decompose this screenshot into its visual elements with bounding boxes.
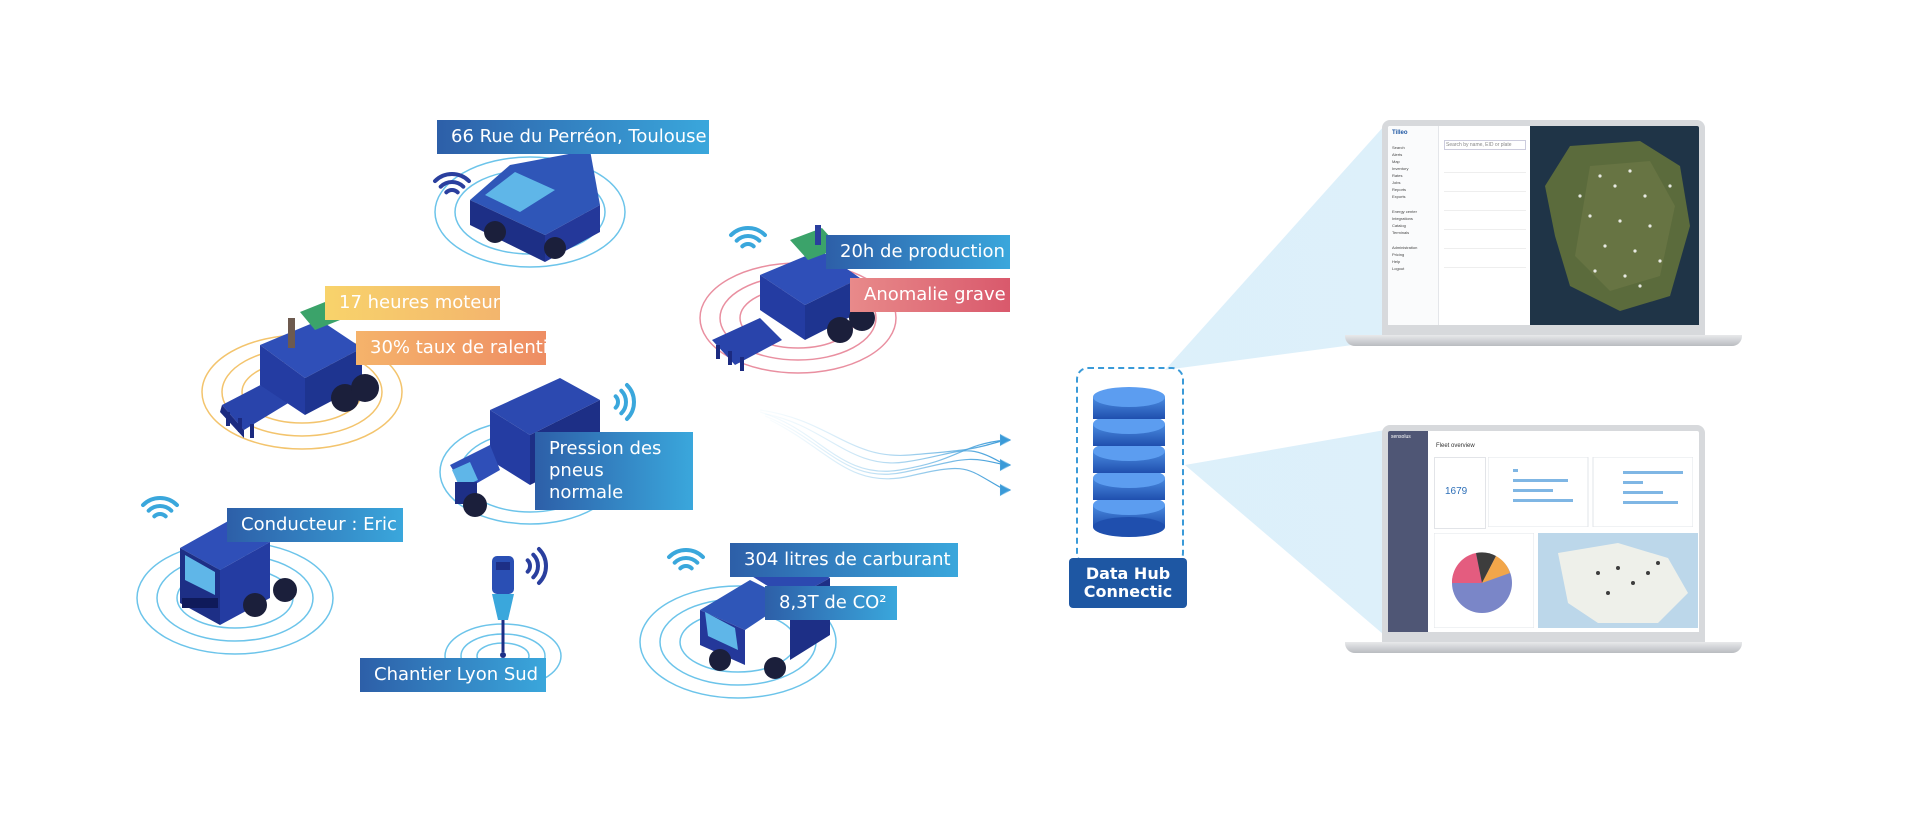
beam-bottom xyxy=(1185,430,1390,640)
top-sidebar-item[interactable]: Search xyxy=(1392,145,1405,150)
beam-top xyxy=(1165,125,1390,370)
top-list-rows xyxy=(1444,154,1526,268)
wifi-icon xyxy=(525,547,548,585)
top-sidebar-item[interactable]: Alerts xyxy=(1392,152,1403,157)
top-sidebar-item[interactable]: Terminals xyxy=(1392,230,1410,235)
wifi-icon xyxy=(729,226,767,249)
fuel-label: 304 litres de carburant xyxy=(730,543,958,577)
idle-rate-label: 30% taux de ralenti xyxy=(356,331,548,365)
tire-pressure-label: Pression des pneus normale xyxy=(535,432,693,510)
top-sidebar-item[interactable]: Reports xyxy=(1392,187,1407,192)
top-brand: Tilleo xyxy=(1392,130,1408,136)
bottom-map xyxy=(1538,533,1698,628)
bottom-page-title: Fleet overview xyxy=(1436,443,1475,449)
top-sidebar-item[interactable]: Energy center xyxy=(1392,209,1417,214)
top-sidebar-item[interactable]: Inventory xyxy=(1392,166,1409,171)
bottom-pie-chart xyxy=(1434,533,1534,628)
top-sidebar-item[interactable]: Administration xyxy=(1392,245,1418,250)
top-sidebar-item[interactable]: Pricing xyxy=(1392,252,1405,257)
wifi-icon xyxy=(433,172,471,195)
wifi-icon xyxy=(667,548,705,571)
site-label: Chantier Lyon Sud xyxy=(360,658,546,692)
hub-label: Data Hub Connectic xyxy=(1069,558,1187,608)
bottom-kpi-value: 1679 xyxy=(1445,486,1468,497)
top-sidebar-item[interactable]: Rates xyxy=(1392,173,1403,178)
bottom-bar-chart xyxy=(1488,457,1693,527)
gps-tracker-icon xyxy=(492,556,514,658)
engine-hours-label: 17 heures moteur xyxy=(325,286,500,320)
top-sidebar-item[interactable]: Help xyxy=(1392,259,1401,264)
production-label: 20h de production xyxy=(826,235,1010,269)
tire-pressure-line1: Pression des xyxy=(549,438,662,459)
dump-truck-icon xyxy=(450,378,600,517)
hub-label-line1: Data Hub xyxy=(1085,564,1171,583)
bottom-sidebar: sensolus xyxy=(1388,431,1428,632)
laptop-bottom-base xyxy=(1345,642,1742,653)
database-icon xyxy=(1093,387,1165,537)
top-search-input[interactable]: Search by name, EID or plate xyxy=(1444,140,1526,150)
laptop-bottom-screen: sensolus Fleet overview 1679 xyxy=(1382,425,1705,642)
france-map xyxy=(1530,126,1699,325)
top-list-panel: Search by name, EID or plate xyxy=(1440,126,1530,325)
address-label: 66 Rue du Perréon, Toulouse xyxy=(437,120,709,154)
hub-label-line2: Connectic xyxy=(1083,582,1173,601)
anomaly-label: Anomalie grave xyxy=(850,278,1010,312)
top-sidebar-item[interactable]: Map xyxy=(1392,159,1400,164)
bottom-brand: sensolus xyxy=(1391,434,1411,440)
tire-pressure-line2: pneus normale xyxy=(549,460,624,503)
top-sidebar-item[interactable]: Logout xyxy=(1392,266,1405,271)
top-sidebar-item[interactable]: Catalog xyxy=(1392,223,1406,228)
laptop-top-base xyxy=(1345,335,1742,346)
driver-label: Conducteur : Eric xyxy=(227,508,403,542)
co2-label: 8,3T de CO² xyxy=(765,586,897,620)
bottom-kpi-card: 1679 xyxy=(1434,457,1486,529)
top-sidebar-item[interactable]: Exports xyxy=(1392,194,1406,199)
hub-frame xyxy=(1076,367,1184,565)
top-sidebar-item[interactable]: Jobs xyxy=(1392,180,1401,185)
van-icon xyxy=(470,150,600,262)
wifi-icon xyxy=(141,496,179,519)
data-flow-waves xyxy=(759,409,1012,498)
wifi-icon xyxy=(613,383,636,421)
top-sidebar-item[interactable]: Integrations xyxy=(1392,216,1413,221)
